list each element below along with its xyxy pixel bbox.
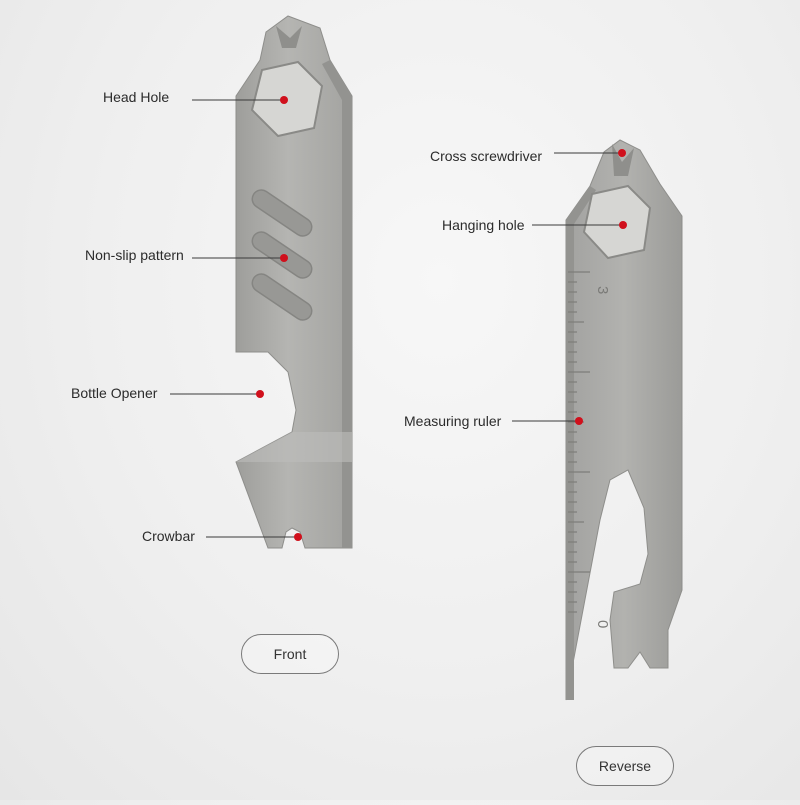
front-tool-side-bevel [322,60,352,548]
callout-head-hole: Head Hole [103,89,170,105]
reverse-hanging-hole [582,184,652,260]
callout-markers [256,96,627,541]
front-view-label: Front [241,634,339,674]
ruler-number-0: 0 [594,620,611,628]
marker-non-slip [280,254,288,262]
callout-non-slip-pattern: Non-slip pattern [85,247,184,263]
front-tool [235,15,353,549]
callout-measuring-ruler: Measuring ruler [404,413,502,429]
callout-bottle-opener: Bottle Opener [71,385,158,401]
reverse-screwdriver-tip [612,144,634,176]
marker-bottle-opener [256,390,264,398]
marker-cross-screwdriver [618,149,626,157]
marker-crowbar [294,533,302,541]
marker-hanging-hole [619,221,627,229]
marker-measuring-ruler [575,417,583,425]
front-crowbar-bevel [236,432,352,462]
ruler-number-3: 3 [594,286,611,294]
ruler-ticks [568,271,590,613]
front-screwdriver-tip [276,26,302,48]
front-view-label-text: Front [273,646,307,662]
reverse-tool: 3 0 [565,139,683,701]
callout-cross-screwdriver: Cross screwdriver [430,148,543,164]
reverse-view-label-text: Reverse [598,758,652,774]
leader-lines [170,99,622,538]
marker-head-hole [280,96,288,104]
callout-hanging-hole: Hanging hole [442,217,525,233]
callout-crowbar: Crowbar [142,528,195,544]
reverse-view-label: Reverse [576,746,674,786]
